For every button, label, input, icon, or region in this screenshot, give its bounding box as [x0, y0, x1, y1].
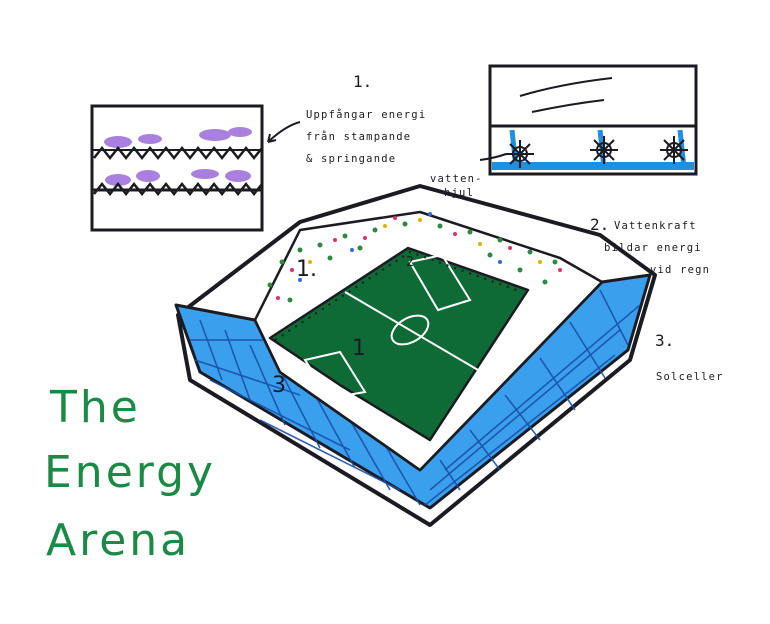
note-2-number: 2. — [590, 215, 609, 234]
water-wheel-label-2: hjul — [444, 187, 474, 199]
note-3-number: 3. — [655, 331, 674, 350]
title-line-2: Energy — [44, 447, 216, 498]
note-1-number: 1. — [353, 72, 372, 91]
title-line-1: The — [49, 382, 141, 433]
note-2-line-2: bildar energi — [604, 242, 702, 254]
roof-marker: 3 — [272, 373, 286, 398]
note-3-line-1: Solceller — [656, 371, 724, 383]
stand-energy-inset — [90, 104, 301, 232]
note-1-line-2: från stampande — [306, 130, 411, 143]
note-2-line-3: vid regn — [650, 264, 710, 276]
note-2: vatten- hjul 2. Vattenkraft bildar energ… — [430, 173, 710, 276]
title-line-3: Arena — [46, 515, 190, 566]
water-wheel-icon — [506, 136, 688, 168]
note-3: 3. Solceller — [655, 331, 724, 383]
stadium-markers: 1. 1 2 3 — [272, 255, 414, 398]
title-block: The Energy Arena — [44, 382, 216, 566]
crowd-dots — [267, 212, 562, 303]
note-1-line-3: & springande — [306, 153, 396, 165]
stand-marker: 1. — [296, 257, 317, 282]
water-wheel-label-1: vatten- — [430, 173, 483, 185]
water-wheel-inset — [479, 64, 698, 176]
note-1-line-1: Uppfångar energi — [306, 108, 426, 121]
note-1: 1. Uppfångar energi från stampande & spr… — [306, 72, 426, 165]
stadium-drawing — [174, 184, 657, 527]
pitch-marker: 1 — [352, 336, 366, 361]
note-2-line-1: Vattenkraft — [614, 220, 697, 232]
corner-marker: 2 — [406, 255, 414, 270]
